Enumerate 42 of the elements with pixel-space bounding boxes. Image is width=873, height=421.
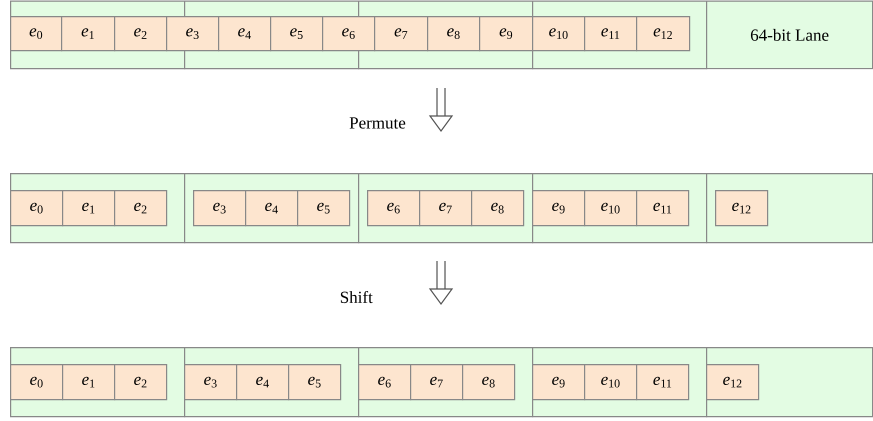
element-cell: e$_{1}$	[62, 364, 116, 400]
element-cell: e$_{11}$	[636, 364, 690, 400]
element-cell: e$_{3}$	[193, 190, 246, 226]
element-cell: e$_{4}$	[236, 364, 290, 400]
element-cell: e$_{9}$	[532, 364, 586, 400]
step-label: Shift	[340, 290, 373, 304]
element-cell: e$_{9}$	[532, 190, 586, 226]
element-cell: e$_{7}$	[410, 364, 464, 400]
element-cell: e$_{7}$	[374, 16, 428, 52]
element-cell: e$_{5}$	[288, 364, 342, 400]
element-cell: e$_{3}$	[166, 16, 220, 52]
element-cell: e$_{6}$	[322, 16, 376, 52]
element-cell: e$_{6}$	[358, 364, 412, 400]
element-cell: e$_{12}$	[715, 190, 768, 226]
element-cell: e$_{2}$	[114, 16, 168, 52]
element-cell: e$_{4}$	[218, 16, 272, 52]
element-cell: e$_{11}$	[636, 190, 690, 226]
element-cell: e$_{9}$	[479, 16, 534, 52]
element-cell: e$_{3}$	[184, 364, 238, 400]
element-cell: e$_{5}$	[297, 190, 350, 226]
step-label: Permute	[350, 117, 406, 129]
element-cell: e$_{8}$	[462, 364, 516, 400]
element-cell: e$_{11}$	[584, 16, 638, 52]
element-cell: e$_{0}$	[10, 364, 64, 400]
element-cell: e$_{8}$	[427, 16, 480, 52]
lane-box: 64-bit Lane	[706, 0, 873, 70]
element-cell: e$_{5}$	[270, 16, 324, 52]
element-cell: e$_{7}$	[419, 190, 472, 226]
element-cell: e$_{1}$	[61, 16, 116, 52]
element-cell: e$_{8}$	[471, 190, 524, 226]
element-cell: e$_{6}$	[367, 190, 420, 226]
element-cell: e$_{10}$	[532, 16, 586, 52]
element-cell: e$_{12}$	[636, 16, 690, 52]
element-cell: e$_{2}$	[114, 364, 168, 400]
element-cell: e$_{0}$	[10, 190, 64, 226]
element-cell: e$_{10}$	[584, 364, 638, 400]
element-cell: e$_{1}$	[62, 190, 116, 226]
element-cell: e$_{10}$	[584, 190, 638, 226]
element-cell: e$_{0}$	[10, 16, 62, 52]
element-cell: e$_{2}$	[114, 190, 168, 226]
element-cell: e$_{12}$	[706, 364, 760, 400]
element-cell: e$_{4}$	[245, 190, 298, 226]
